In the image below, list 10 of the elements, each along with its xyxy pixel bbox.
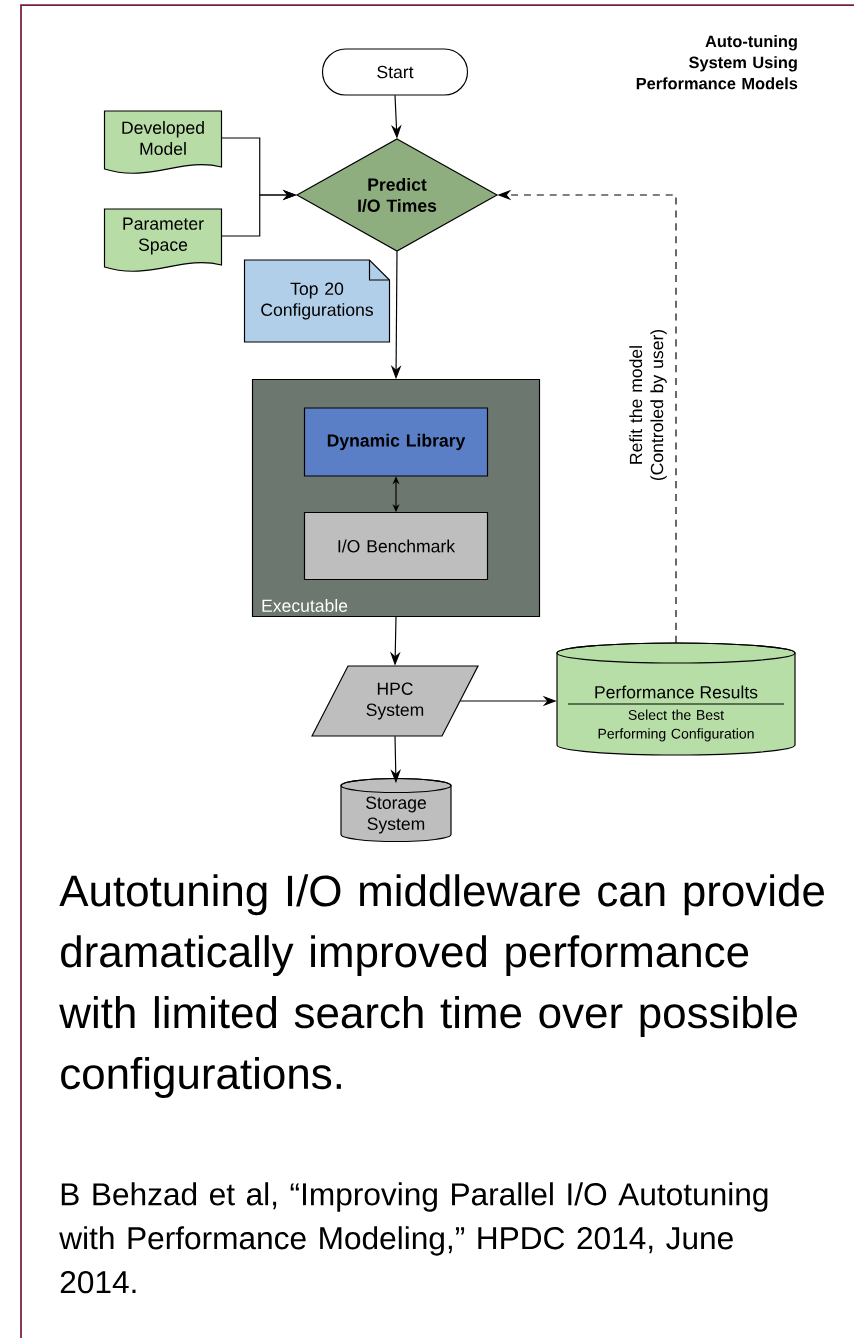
diagram-title: Auto-tuning System Using Performance Models	[636, 35, 798, 90]
database-cylinder: Storage System	[340, 777, 452, 843]
terminal-box: Start	[321, 48, 469, 96]
data-parallelogram: HPC System	[311, 665, 479, 737]
edge-label: Refit the model (Controled by user)	[626, 302, 670, 508]
caption-text: Autotuning I/O middleware can provide dramatically improved performance with limited search time over possible configurations.	[59, 874, 824, 1098]
process-box: I/O Benchmark	[303, 511, 489, 581]
database-cylinder: Performance Results Select the Best Performing Configuration	[556, 642, 796, 756]
process-box: Dynamic Library	[303, 407, 489, 477]
citation-text: B Behzad et al, “Improving Parallel I/O Autotuning with Performance Modeling,” HPDC 2014, June 2014.	[59, 1182, 768, 1294]
